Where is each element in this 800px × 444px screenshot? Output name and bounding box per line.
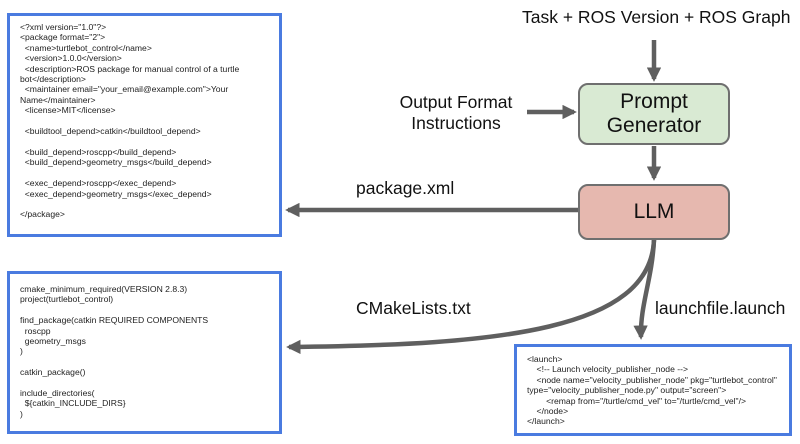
prompt-generator-line1: Prompt xyxy=(620,90,688,113)
package-xml-code: <?xml version="1.0"?> <package format="2… xyxy=(20,22,240,220)
cmakelists-box: cmake_minimum_required(VERSION 2.8.3) pr… xyxy=(7,271,282,434)
launchfile-label: launchfile.launch xyxy=(655,298,786,318)
task-input-label: Task + ROS Version + ROS Graph xyxy=(522,7,791,27)
cmakelists-code: cmake_minimum_required(VERSION 2.8.3) pr… xyxy=(20,284,209,419)
package-xml-box: <?xml version="1.0"?> <package format="2… xyxy=(7,13,282,237)
prompt-generator-line2: Generator xyxy=(606,114,702,137)
arrow-llm-to-cmake xyxy=(286,239,657,355)
llm-node: LLM xyxy=(578,184,730,240)
format-input-label: Output Format Instructions xyxy=(388,92,524,134)
format-label-line1: Output Format xyxy=(399,92,513,112)
launchfile-code: <launch> <!-- Launch velocity_publisher_… xyxy=(527,354,777,427)
format-label-line2: Instructions xyxy=(411,113,501,133)
cmakelists-label: CMakeLists.txt xyxy=(356,298,471,318)
launchfile-box: <launch> <!-- Launch velocity_publisher_… xyxy=(514,344,792,436)
package-xml-label: package.xml xyxy=(356,178,455,198)
arrow-llm-to-launch xyxy=(633,239,657,340)
prompt-generator-node: Prompt Generator xyxy=(578,83,730,145)
